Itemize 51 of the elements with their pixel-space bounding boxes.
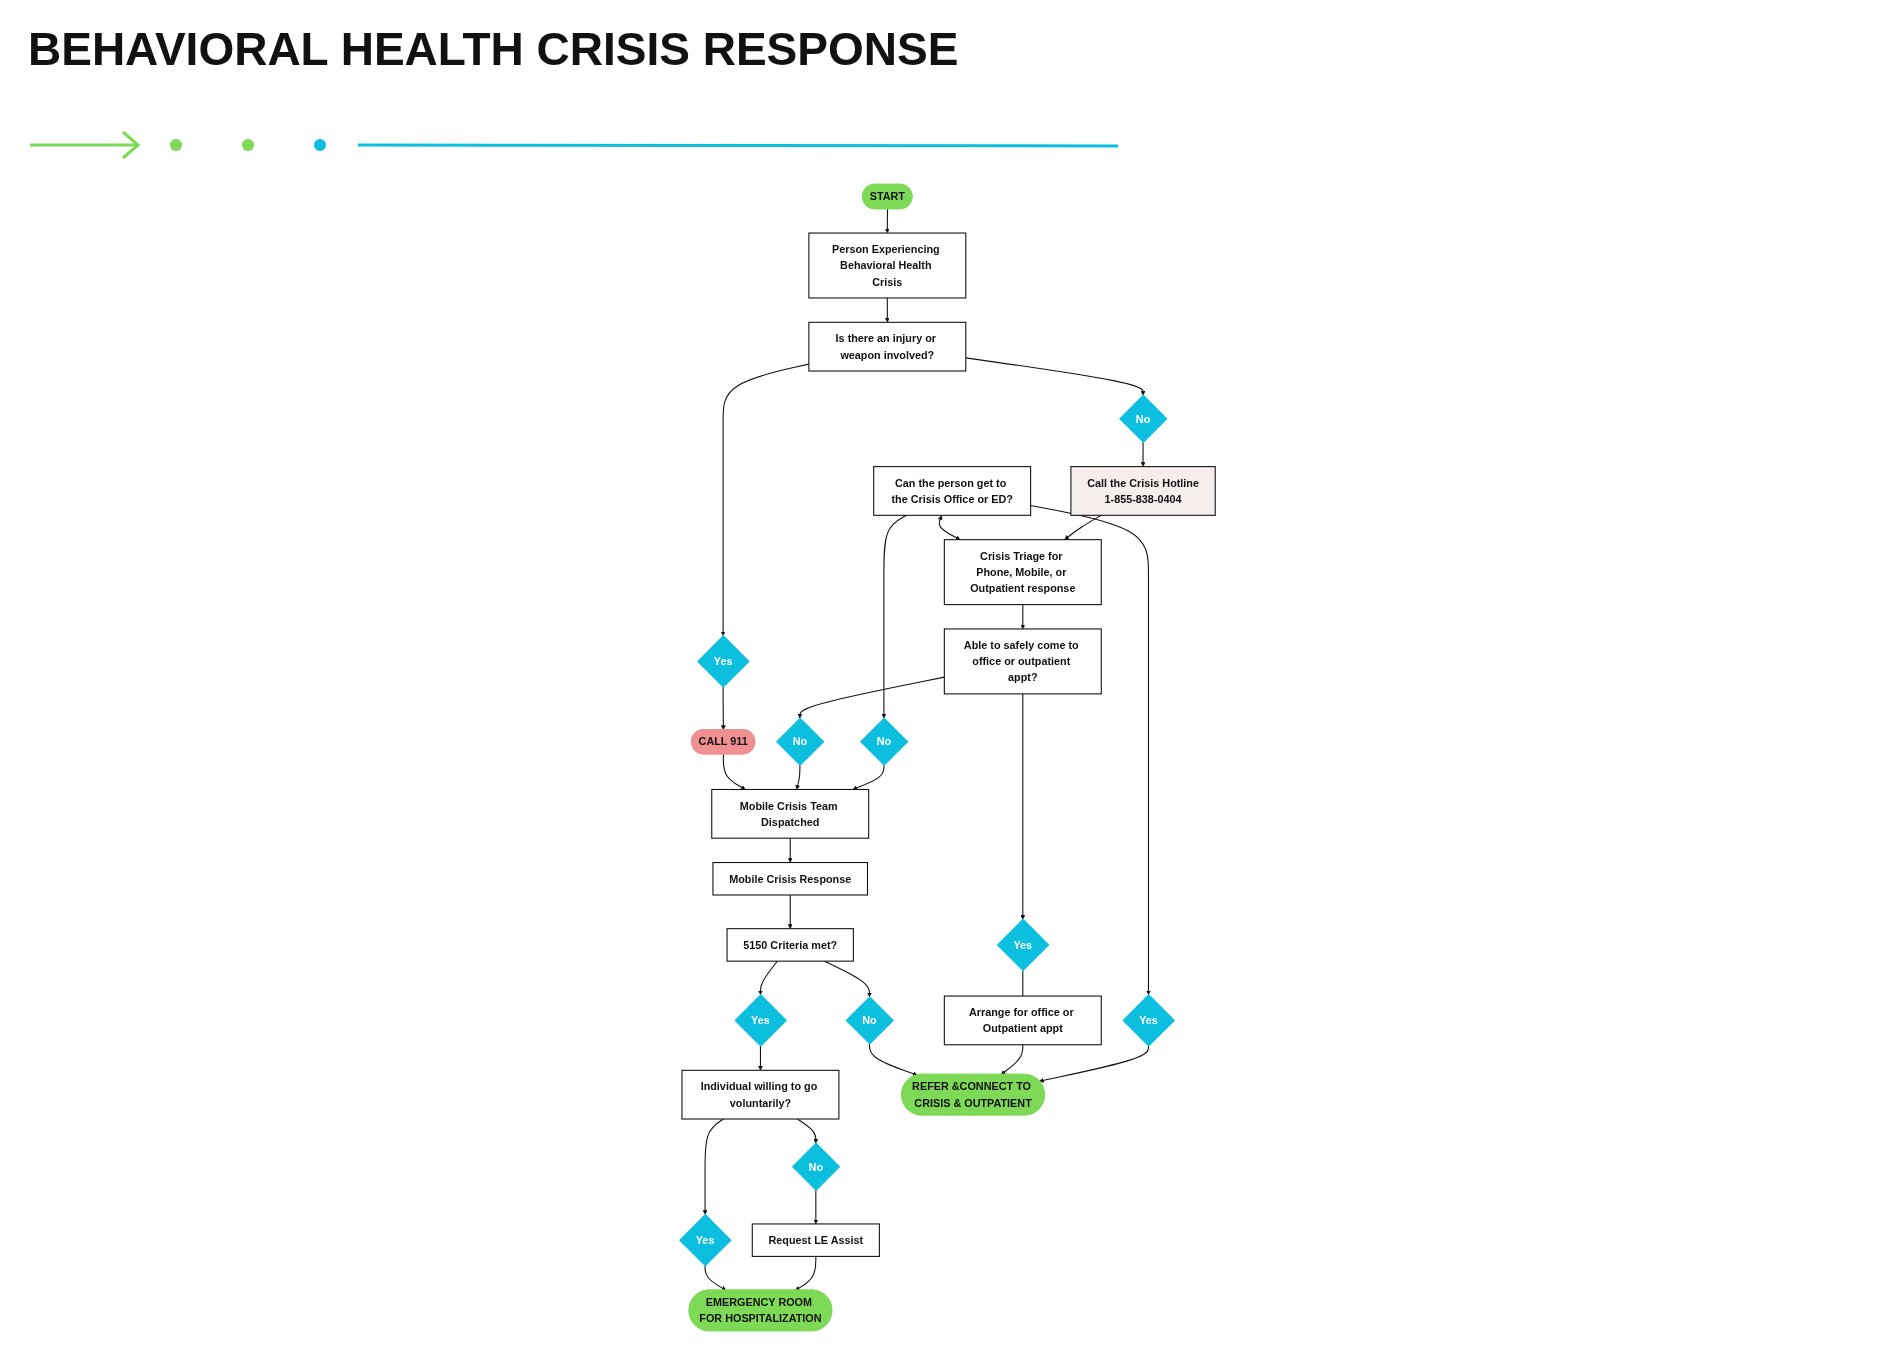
arrow	[884, 297, 890, 323]
node-diamond: Yes	[996, 918, 1050, 972]
node-diamond: No	[1119, 394, 1168, 444]
arrow	[722, 753, 746, 790]
node-box: Arrange for office or Outpatient appt	[943, 995, 1102, 1046]
arrow	[813, 1189, 819, 1225]
arrow	[852, 764, 885, 791]
node-box: Request LE Assist	[751, 1223, 880, 1257]
connector	[1022, 969, 1024, 997]
arrow	[1020, 604, 1026, 630]
arrow	[795, 1255, 817, 1291]
node-diamond: No	[775, 717, 825, 766]
arrow	[758, 960, 778, 996]
arrow	[704, 1265, 727, 1291]
arrow	[796, 1118, 819, 1144]
node-box: Is there an injury or weapon involved?	[808, 321, 967, 372]
node-diamond: Yes	[734, 994, 788, 1047]
arrow	[884, 208, 890, 234]
node-box: Individual willing to go voluntarily?	[681, 1069, 840, 1120]
node-diamond: Yes	[679, 1213, 732, 1267]
arrow	[1140, 441, 1146, 467]
arrow	[1039, 1045, 1149, 1083]
arrow	[965, 357, 1146, 396]
node-box: Crisis Triage for Phone, Mobile, or Outpatient response	[943, 539, 1102, 606]
arrow	[881, 514, 908, 719]
node-diamond: No	[791, 1142, 841, 1192]
arrow	[720, 686, 726, 730]
arrow	[1030, 505, 1151, 996]
arrow	[758, 1045, 763, 1071]
node-box: Mobile Crisis Response	[712, 862, 869, 896]
arrow	[787, 894, 793, 929]
node-diamond: No	[845, 996, 894, 1045]
arrow	[787, 837, 793, 863]
node-diamond: No	[859, 717, 909, 766]
arrow	[937, 515, 961, 540]
node-box: Can the person get to the Crisis Office or ED?	[873, 466, 1032, 516]
arrow	[797, 676, 945, 719]
arrow	[868, 1043, 918, 1077]
arrow	[795, 764, 801, 790]
node-box: 5150 Criteria met?	[726, 928, 854, 962]
node-diamond: Yes	[1122, 994, 1176, 1047]
arrow	[1064, 514, 1102, 540]
node-diamond: Yes	[697, 635, 750, 688]
node-box: Person Experiencing Behavioral Health Crisis	[808, 232, 967, 299]
node-box: Able to safely come to office or outpatient appt?	[943, 628, 1102, 695]
arrow	[1000, 1044, 1024, 1075]
arrow	[1020, 693, 1026, 920]
arrow	[702, 1118, 725, 1215]
diagram-title: BEHAVIORAL HEALTH CRISIS RESPONSE	[28, 22, 959, 76]
node-box: Mobile Crisis Team Dispatched	[711, 788, 870, 839]
node-box: Call the Crisis Hotline 1-855-838-0404	[1070, 466, 1216, 516]
